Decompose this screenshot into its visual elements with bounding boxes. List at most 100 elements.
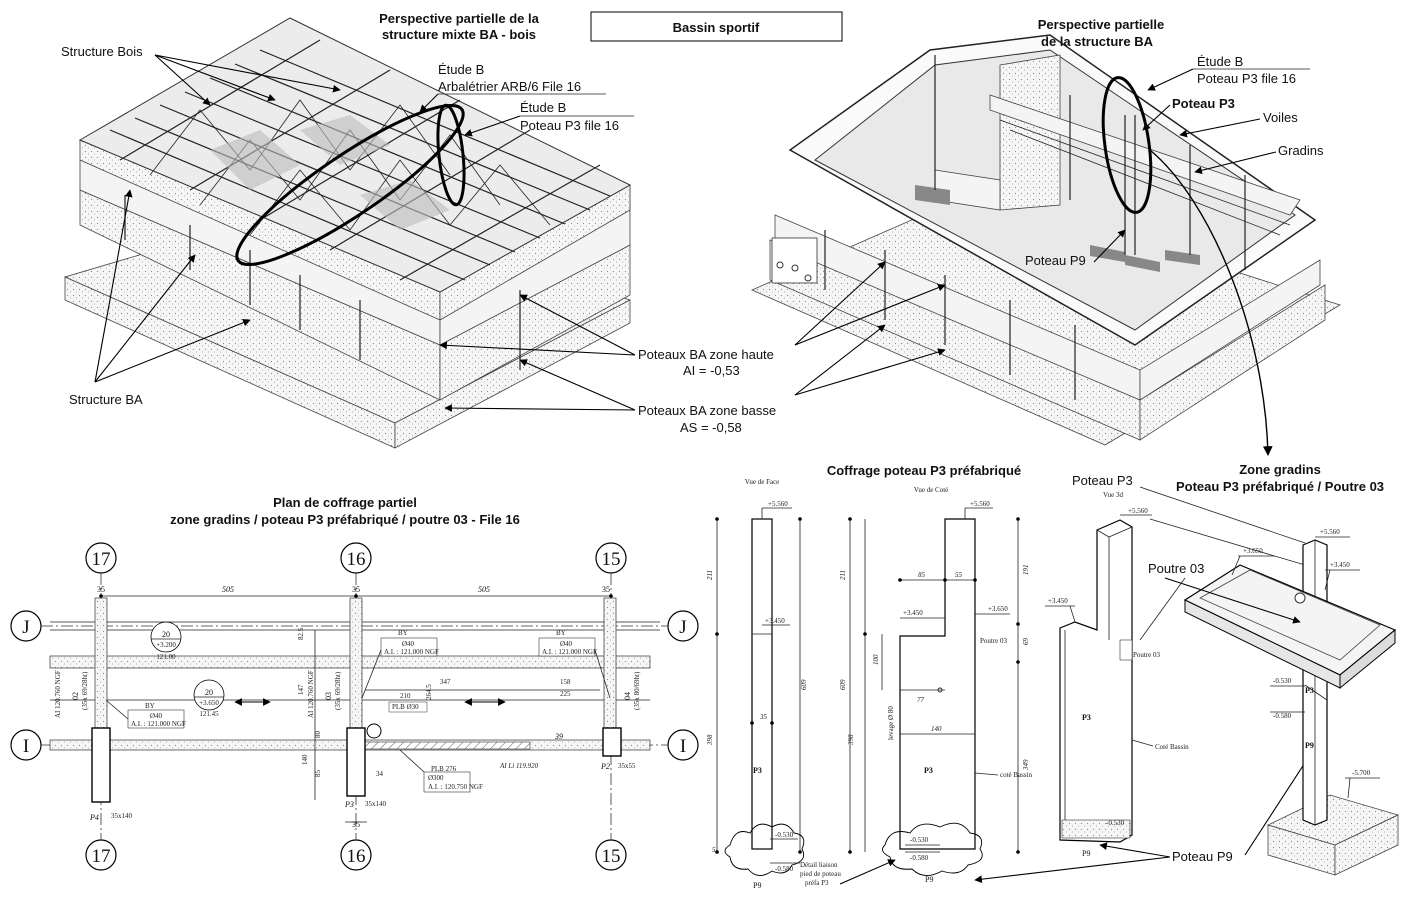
svg-text:levage Ø 80: levage Ø 80 [887, 706, 895, 740]
svg-text:+3.200: +3.200 [156, 641, 176, 649]
plan-title-line2: zone gradins / poteau P3 préfabriqué / p… [170, 512, 520, 527]
svg-text:16: 16 [347, 549, 366, 570]
svg-text:03: 03 [324, 692, 333, 700]
svg-text:35: 35 [759, 713, 768, 721]
svg-text:P3: P3 [924, 766, 933, 775]
p4-label: P4 [89, 813, 99, 822]
svg-text:pied de poteau: pied de poteau [800, 870, 841, 878]
ba-columns-front [124, 195, 361, 360]
svg-text:J: J [679, 617, 686, 638]
svg-text:BY: BY [556, 629, 566, 637]
svg-text:BY: BY [398, 629, 408, 637]
svg-text:-0.530: -0.530 [1273, 677, 1292, 685]
svg-text:35x55: 35x55 [618, 762, 636, 770]
title-box: Bassin sportif [590, 11, 843, 42]
poteaux-basse-label: Poteaux BA zone basse [638, 403, 776, 418]
svg-text:69: 69 [1022, 638, 1030, 646]
ai-value-label: AI = -0,53 [683, 363, 740, 378]
poteau-p9-bottom-label: Poteau P9 [1172, 849, 1233, 864]
svg-text:211: 211 [706, 570, 714, 580]
as-value-label: AS = -0,58 [680, 420, 742, 435]
svg-text:Ø300: Ø300 [428, 774, 444, 782]
svg-text:J: J [22, 617, 29, 638]
svg-text:17: 17 [92, 846, 111, 867]
svg-text:609: 609 [800, 679, 808, 690]
svg-text:191: 191 [1022, 565, 1030, 576]
side-view-column [899, 518, 976, 850]
svg-text:35x140: 35x140 [111, 812, 133, 820]
poutre-03-label: Poutre 03 [1148, 561, 1204, 576]
svg-text:-0.580: -0.580 [910, 854, 929, 862]
svg-text:Poutre 03: Poutre 03 [1133, 651, 1161, 659]
svg-text:P9: P9 [753, 881, 761, 890]
voiles-label: Voiles [1263, 110, 1298, 125]
svg-text:I: I [680, 736, 686, 757]
svg-text:Ø40: Ø40 [560, 640, 573, 648]
study-ellipse-p3-right [1101, 76, 1153, 214]
vue3d-poteau-p3: Poteau P3 [1072, 473, 1133, 488]
front-view-column [751, 518, 773, 850]
svg-text:85: 85 [918, 571, 926, 579]
svg-text:(35x 69/28ht): (35x 69/28ht) [334, 671, 342, 710]
column-3d-view [1059, 519, 1133, 843]
ba-structure-labels: Perspective partielle de la structure BA… [794, 17, 1324, 396]
svg-text:211: 211 [839, 570, 847, 580]
svg-text:+5.560: +5.560 [970, 500, 990, 508]
svg-text:100: 100 [872, 654, 880, 665]
poteaux-haute-label: Poteaux BA zone haute [638, 347, 774, 362]
grid-axis-17-top: 17 [85, 542, 117, 574]
etude-b-label-1: Étude B [438, 62, 484, 77]
etude-b-right: Étude B [1197, 54, 1243, 69]
svg-text:35: 35 [352, 585, 360, 594]
precast-column-formwork: Coffrage poteau P3 préfabriqué Vue de Fa… [706, 463, 1311, 890]
grid-axis-17-bottom: 17 [85, 839, 117, 871]
arbaletrier-label: Arbalétrier ARB/6 File 16 [438, 79, 581, 94]
svg-text:121.45: 121.45 [199, 710, 219, 718]
svg-text:35: 35 [602, 585, 610, 594]
slab-level-tag-1: 20 +3.200 121.00 [150, 621, 182, 661]
grid-axis-i-right: I [667, 729, 699, 761]
poteau-p3-file16-right: Poteau P3 file 16 [1197, 71, 1296, 86]
svg-text:P3: P3 [753, 766, 762, 775]
svg-text:(35x 80/69ht): (35x 80/69ht) [633, 671, 641, 710]
svg-text:PLB Ø30: PLB Ø30 [392, 703, 419, 711]
svg-text:A.I. : 121.000 NGF: A.I. : 121.000 NGF [131, 720, 186, 728]
svg-text:210: 210 [400, 692, 411, 700]
svg-text:16: 16 [347, 846, 366, 867]
svg-text:225: 225 [560, 690, 571, 698]
svg-text:P9: P9 [1082, 849, 1090, 858]
svg-text:A.I. : 121.000 NGF: A.I. : 121.000 NGF [384, 648, 439, 656]
svg-text:Poutre 03: Poutre 03 [980, 637, 1008, 645]
svg-text:+3.650: +3.650 [1243, 547, 1263, 555]
svg-text:140: 140 [301, 754, 309, 765]
svg-text:398: 398 [706, 734, 714, 746]
svg-text:AI 120.760 NGF: AI 120.760 NGF [307, 670, 315, 718]
svg-text:17: 17 [92, 549, 111, 570]
svg-text:+3.450: +3.450 [1330, 561, 1350, 569]
svg-text:5: 5 [712, 846, 716, 854]
svg-text:609: 609 [839, 679, 847, 690]
poteau-p3-right: Poteau P3 [1172, 96, 1235, 111]
svg-text:264.5: 264.5 [425, 684, 433, 700]
mixed-structure-perspective [63, 17, 632, 449]
svg-text:35x140: 35x140 [365, 800, 387, 808]
svg-text:35: 35 [352, 820, 360, 829]
study-ellipse-p3 [436, 103, 466, 207]
svg-text:121.00: 121.00 [156, 653, 176, 661]
svg-text:+5.560: +5.560 [1320, 528, 1340, 536]
svg-text:398: 398 [847, 734, 855, 746]
svg-text:147: 147 [297, 684, 305, 695]
poteau-p3-file16-left: Poteau P3 file 16 [520, 118, 619, 133]
svg-text:+3.650: +3.650 [988, 605, 1008, 613]
ba-title-line2: de la structure BA [1041, 34, 1154, 49]
svg-text:35: 35 [97, 585, 105, 594]
svg-text:+3.650: +3.650 [199, 699, 219, 707]
svg-text:20: 20 [205, 688, 213, 697]
svg-text:20: 20 [162, 630, 170, 639]
svg-text:505: 505 [222, 585, 234, 594]
column-p2 [602, 727, 622, 757]
timber-roof-grid [78, 17, 632, 293]
svg-text:Détail liaison: Détail liaison [800, 861, 838, 869]
poteau-p9-label: Poteau P9 [1025, 253, 1086, 268]
svg-text:55: 55 [955, 571, 963, 579]
